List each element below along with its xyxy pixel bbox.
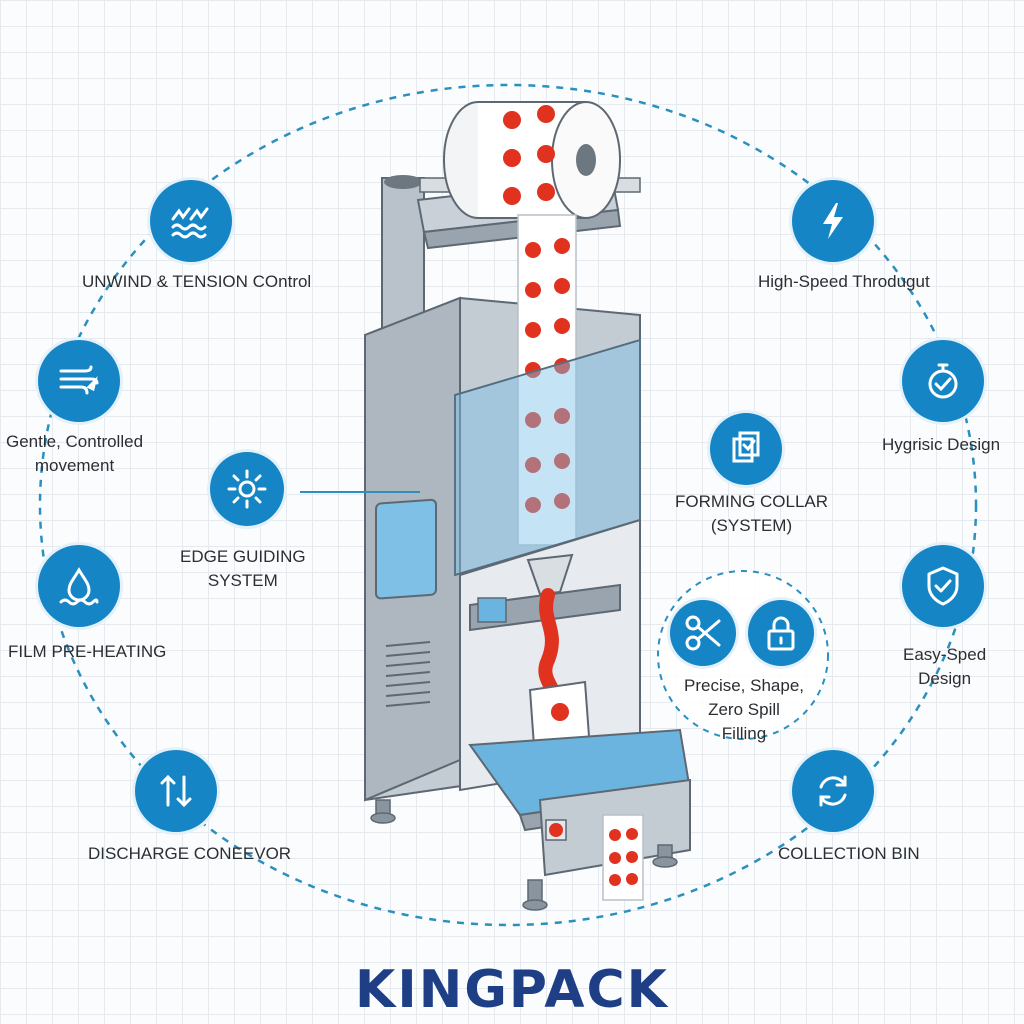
forming-collar-label: FORMING COLLAR (SYSTEM) [675,492,829,535]
collection-bin-label: COLLECTION BIN [778,844,920,863]
hygienic-design-label: Hygrisic Design [882,435,1001,454]
hygienic-design-feature [902,340,984,422]
precise-filling-label: Precise, Shape, Zero Spill Filling [684,676,805,743]
tension-wave-icon [150,180,232,262]
gentle-movement-label: Gentle, Controlled movement [6,432,144,475]
lock-icon [748,600,814,666]
forming-collar-feature [710,413,782,485]
film-preheating-feature [38,545,120,627]
easy-speed-design-feature [902,545,984,627]
lock-feature [748,600,814,666]
air-flow-icon [38,340,120,422]
film-preheating-label: FILM PRE-HEATING [8,642,167,661]
discharge-conveyor-label: DISCHARGE CONEEVOR [88,844,292,863]
edge-guiding-label: EDGE GUIDING SYSTEM [180,547,306,590]
stopwatch-icon [902,340,984,422]
unwind-tension-label: UNWIND & TENSION COntrol [82,272,312,291]
dashed-orbit [38,83,978,927]
high-speed-label: High-Speed Throdugut [758,272,930,291]
discharge-conveyor-feature [135,750,217,832]
collection-bin-feature [792,750,874,832]
collar-icon [710,413,782,485]
water-drop-icon [38,545,120,627]
scissors-icon [670,600,736,666]
high-speed-feature [792,180,874,262]
easy-speed-design-label: Easy-Sped Design [903,645,987,688]
scissors-feature [670,600,736,666]
unwind-tension-feature [150,180,232,262]
shield-check-icon [902,545,984,627]
gentle-movement-feature [38,340,120,422]
edge-guiding-feature [210,452,284,526]
brand-logo-text: KINGPACK [355,960,669,1020]
lightning-icon [792,180,874,262]
sun-icon [210,452,284,526]
refresh-icon [792,750,874,832]
up-down-arrows-icon [135,750,217,832]
